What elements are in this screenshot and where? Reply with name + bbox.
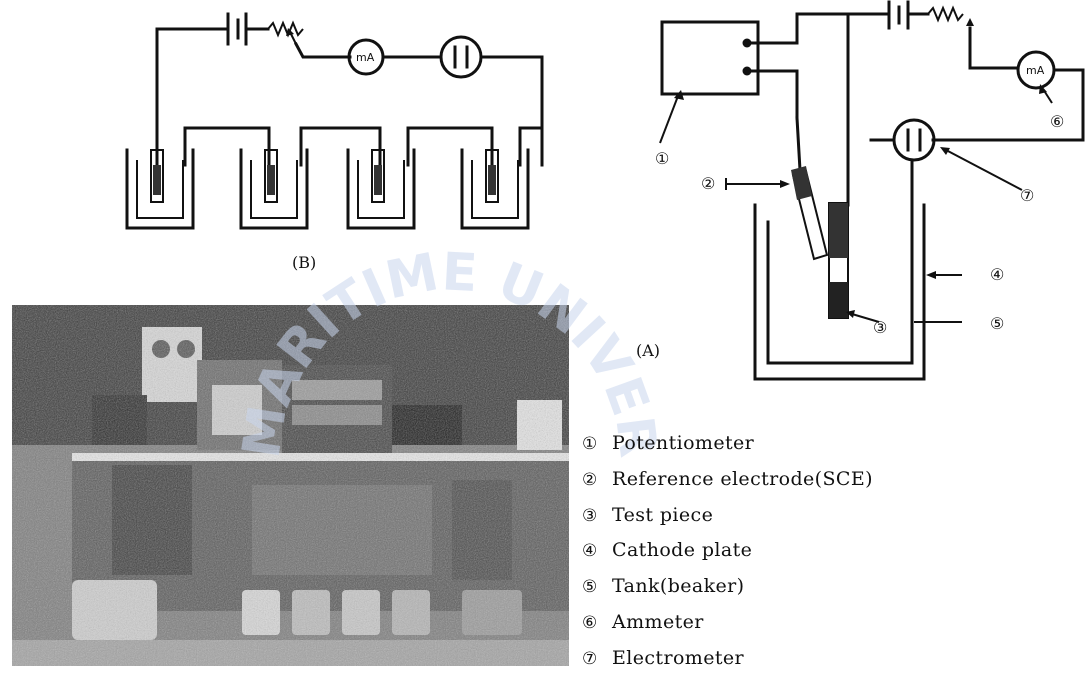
cell-b-3 [346,148,416,230]
circuit-a: mA [659,0,1085,381]
label-a: (A) [636,341,660,360]
electrometer-a [892,118,936,162]
callout-7: ⑦ [1020,186,1034,205]
apparatus-photo [12,305,569,666]
rheostat-a [927,5,964,23]
circuit-b: mA [125,12,544,230]
sce-electrode [791,166,829,261]
potentiometer-box [660,20,760,96]
wire-b-right [479,55,544,167]
svg-text:mA: mA [356,51,375,64]
cell-b-4 [460,148,530,230]
ammeter-a: mA [1016,50,1056,90]
callout-3: ③ [873,318,887,337]
svg-text:mA: mA [1026,64,1045,77]
label-b: (B) [292,253,316,272]
electrometer-b [439,35,483,79]
tank-beaker [753,203,926,381]
battery-a [887,0,910,30]
callout-6: ⑥ [1050,112,1064,131]
wire-b-left [155,27,230,167]
callout-2: ② [701,174,715,193]
cell-b-2 [239,148,309,230]
rheostat-b [267,20,304,38]
callout-5: ⑤ [990,314,1004,333]
callout-4: ④ [990,265,1004,284]
battery-b [226,12,248,46]
cell-b-1 [125,148,195,230]
ammeter-b: mA [347,38,385,76]
callout-1: ① [655,149,669,168]
test-piece [828,202,849,319]
